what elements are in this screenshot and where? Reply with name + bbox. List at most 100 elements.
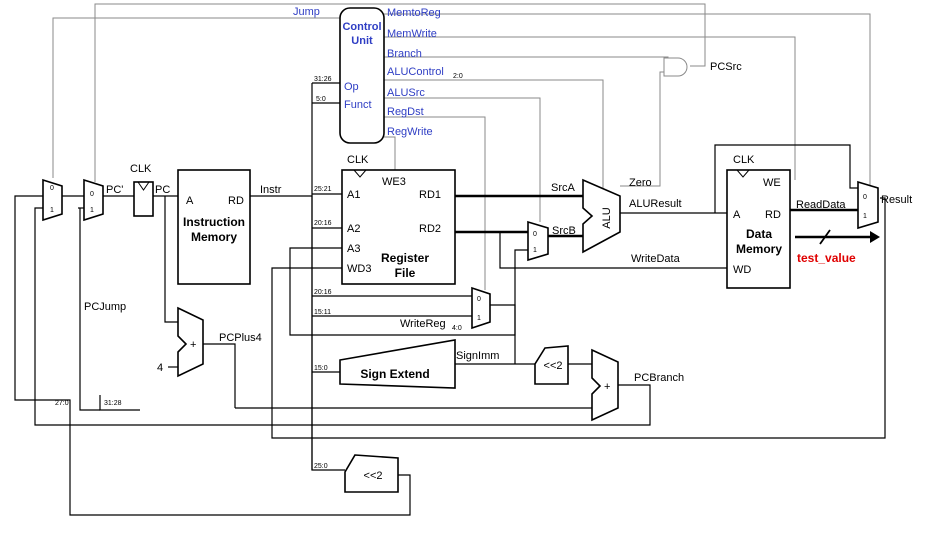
mux2-1: 1 bbox=[90, 207, 94, 214]
alu-label: ALU bbox=[601, 207, 613, 228]
aluresult-label: ALUResult bbox=[629, 198, 682, 210]
imem-title-2: Memory bbox=[191, 230, 237, 244]
instr-label: Instr bbox=[260, 184, 282, 196]
bits-25-21: 25:21 bbox=[314, 186, 332, 193]
pcbranch-adder bbox=[591, 348, 619, 422]
rf-rd1: RD1 bbox=[419, 189, 441, 201]
imem-rd: RD bbox=[228, 195, 244, 207]
shift-branch-label: <<2 bbox=[544, 360, 563, 372]
clk-regfile: CLK bbox=[347, 154, 369, 166]
alu bbox=[582, 178, 621, 254]
bits-27-0: 27:0 bbox=[55, 400, 69, 407]
srca-label: SrcA bbox=[551, 182, 576, 194]
four-label: 4 bbox=[157, 362, 163, 374]
result-mux bbox=[857, 180, 879, 230]
alucontrol-sub: 2:0 bbox=[453, 73, 463, 80]
rf-wd3: WD3 bbox=[347, 263, 371, 275]
branch-plus: + bbox=[604, 381, 610, 393]
imem-title-1: Instruction bbox=[183, 215, 245, 229]
mux2-0: 0 bbox=[90, 191, 94, 198]
rf-a2: A2 bbox=[347, 223, 360, 235]
data-wires bbox=[14, 82, 886, 516]
bus-wires bbox=[455, 194, 880, 245]
bits-15-0: 15:0 bbox=[314, 365, 328, 372]
writereg-label: WriteReg bbox=[400, 318, 446, 330]
rf-we3: WE3 bbox=[382, 176, 406, 188]
control-title-2: Unit bbox=[351, 35, 373, 47]
mux4-1: 1 bbox=[533, 247, 537, 254]
test-value-label: test_value bbox=[797, 251, 856, 265]
rf-title-2: File bbox=[395, 266, 416, 280]
control-title-1: Control bbox=[342, 21, 381, 33]
sign-extend-label: Sign Extend bbox=[360, 367, 429, 381]
regwrite-label: RegWrite bbox=[387, 126, 433, 138]
dmem-wd: WD bbox=[733, 264, 751, 276]
regdst-label: RegDst bbox=[387, 106, 424, 118]
plus4-plus: + bbox=[190, 339, 196, 351]
memwrite-label: MemWrite bbox=[387, 28, 437, 40]
data-memory bbox=[726, 169, 791, 289]
mux5-0: 0 bbox=[863, 194, 867, 201]
instruction-memory bbox=[177, 169, 251, 285]
rf-a3: A3 bbox=[347, 243, 360, 255]
op-label: Op bbox=[344, 81, 359, 93]
clk-pc: CLK bbox=[130, 163, 152, 175]
imem-a: A bbox=[186, 195, 194, 207]
mux3-1: 1 bbox=[477, 315, 481, 322]
rf-title-1: Register bbox=[381, 251, 429, 265]
pcplus4-adder bbox=[177, 306, 204, 378]
pcjump-label: PCJump bbox=[84, 301, 126, 313]
pc-branch-mux bbox=[83, 178, 104, 222]
bits-15-11: 15:11 bbox=[314, 309, 331, 316]
readdata-label: ReadData bbox=[796, 199, 846, 211]
mux3-0: 0 bbox=[477, 296, 481, 303]
shift-jump-label: <<2 bbox=[364, 470, 383, 482]
rf-rd2: RD2 bbox=[419, 223, 441, 235]
mux4-0: 0 bbox=[533, 231, 537, 238]
and-gate bbox=[663, 57, 688, 77]
bits-5-0: 5:0 bbox=[316, 96, 326, 103]
writereg-sub: 4:0 bbox=[452, 325, 462, 332]
alucontrol-label: ALUControl bbox=[387, 66, 444, 78]
bits-20-16-b: 20:16 bbox=[314, 289, 332, 296]
pc-jump-mux bbox=[42, 178, 63, 222]
dmem-title-1: Data bbox=[746, 227, 772, 241]
mux5-1: 1 bbox=[863, 213, 867, 220]
writedata-label: WriteData bbox=[631, 253, 681, 265]
jump-label: Jump bbox=[293, 6, 320, 18]
pc-register bbox=[133, 181, 154, 217]
control-unit bbox=[339, 7, 385, 144]
pc-label: PC bbox=[155, 184, 170, 196]
bits-31-26: 31:26 bbox=[314, 76, 332, 83]
pc-next-label: PC' bbox=[106, 184, 123, 196]
alusrc-label: ALUSrc bbox=[387, 87, 425, 99]
result-label: Result bbox=[881, 194, 912, 206]
srcb-label: SrcB bbox=[552, 225, 576, 237]
dmem-a: A bbox=[733, 209, 741, 221]
bits-25-0: 25:0 bbox=[314, 463, 328, 470]
register-file bbox=[341, 169, 456, 285]
dmem-rd: RD bbox=[765, 209, 781, 221]
pcbranch-label: PCBranch bbox=[634, 372, 684, 384]
zero-label: Zero bbox=[629, 177, 652, 189]
bits-31-28: 31:28 bbox=[104, 400, 122, 407]
mux1-1: 1 bbox=[50, 207, 54, 214]
memtoreg-label: MemtoReg bbox=[387, 7, 441, 19]
clk-datamem: CLK bbox=[733, 154, 755, 166]
sign-extend bbox=[339, 339, 456, 389]
shift-left-jump bbox=[344, 454, 399, 493]
mux1-0: 0 bbox=[50, 185, 54, 192]
srcb-mux bbox=[527, 220, 549, 262]
shift-left-branch bbox=[534, 345, 569, 385]
bits-20-16: 20:16 bbox=[314, 220, 332, 227]
branch-label: Branch bbox=[387, 48, 422, 60]
signimm-label: SignImm bbox=[456, 350, 499, 362]
funct-label: Funct bbox=[344, 99, 372, 111]
pcplus4-label: PCPlus4 bbox=[219, 332, 262, 344]
pcsrc-label: PCSrc bbox=[710, 61, 742, 73]
dmem-we: WE bbox=[763, 177, 781, 189]
control-wires bbox=[52, 3, 871, 290]
writereg-mux bbox=[471, 286, 491, 330]
dmem-title-2: Memory bbox=[736, 242, 782, 256]
